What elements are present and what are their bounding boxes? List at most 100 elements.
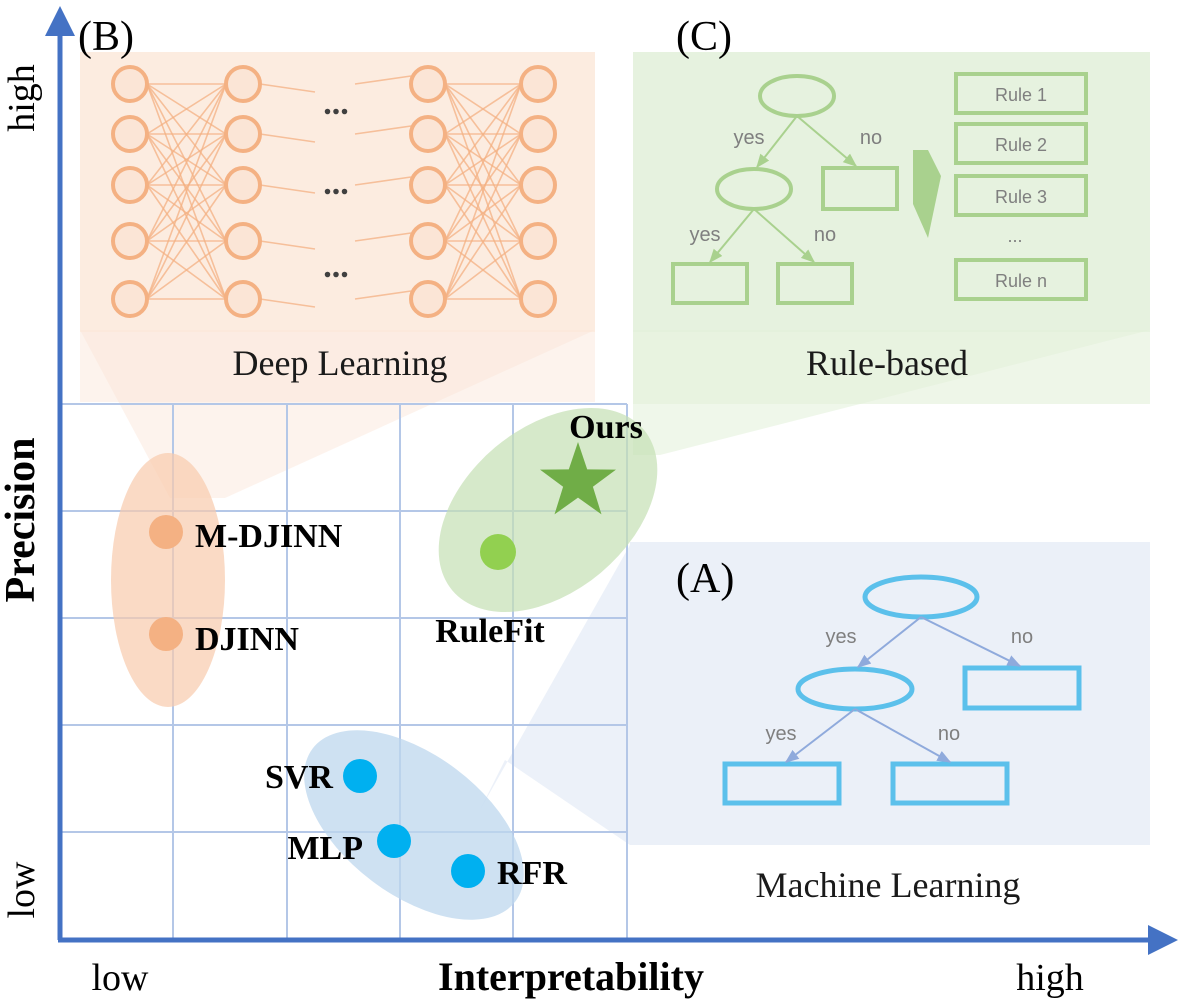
nn-neuron xyxy=(519,222,557,260)
rule-based-caption-band xyxy=(633,332,1150,404)
x-axis-title: Interpretability xyxy=(438,954,704,999)
machine-learning-panel xyxy=(630,542,1150,845)
ours-label: Ours xyxy=(569,409,643,446)
nn-neuron xyxy=(519,166,557,204)
nn-connection xyxy=(444,133,522,186)
nn-neuron xyxy=(519,280,557,318)
nn-neuron xyxy=(224,280,262,318)
panel-tag-c: (C) xyxy=(676,14,732,60)
panel-tag-a: (A) xyxy=(676,556,734,602)
m-djinn-label: M-DJINN xyxy=(195,518,343,555)
x-axis-low-label: low xyxy=(92,957,150,999)
nn-connection xyxy=(444,133,522,242)
rule-tree-no-label: no xyxy=(814,224,836,246)
rule-box xyxy=(954,258,1088,301)
rule-box-label: Rule 3 xyxy=(995,187,1047,207)
rule-tree-edges xyxy=(709,115,858,264)
rfr-point xyxy=(451,854,485,888)
nn-connection xyxy=(259,240,316,250)
ml-tree-edges xyxy=(784,616,1022,763)
nn-connection xyxy=(259,83,316,93)
rule-tree-yes-label: yes xyxy=(733,127,764,149)
mlp-point xyxy=(377,824,411,858)
nn-connection xyxy=(146,133,227,186)
mlp-label: MLP xyxy=(287,830,363,867)
nn-neuron xyxy=(224,115,262,153)
deep-learning-caption: Deep Learning xyxy=(233,343,448,383)
ml-tree-leaf-node xyxy=(890,761,1010,806)
nn-connection xyxy=(444,83,522,242)
rule-based-caption: Rule-based xyxy=(806,343,968,383)
rule-tree-leaf-node xyxy=(671,262,749,305)
svr-point xyxy=(343,759,377,793)
rule-box-label: Rule n xyxy=(995,271,1047,291)
nn-connection xyxy=(444,83,522,186)
y-axis-high-label: high xyxy=(1,64,43,132)
nn-connection xyxy=(146,83,227,300)
nn-connection xyxy=(146,83,227,135)
rulefit-label: RuleFit xyxy=(435,613,545,650)
rule-box xyxy=(954,72,1088,115)
nn-connection xyxy=(354,232,412,242)
ml-tree-no-label: no xyxy=(938,723,960,745)
nn-connection xyxy=(354,125,412,135)
x-axis-high-label: high xyxy=(1016,957,1084,999)
rfr-label: RFR xyxy=(497,855,567,892)
nn-neuron xyxy=(409,115,447,153)
nn-neuron xyxy=(409,166,447,204)
nn-connection xyxy=(146,184,227,300)
rule-tree-no-label: no xyxy=(860,127,882,149)
ml-tree-leaf-node xyxy=(722,761,842,806)
nn-neuron xyxy=(409,222,447,260)
rule-based-panel xyxy=(633,52,1150,332)
nn-connection xyxy=(259,184,316,194)
nn-neuron xyxy=(409,65,447,103)
nn-connection xyxy=(259,133,316,143)
nn-connection xyxy=(259,298,316,308)
ml-tree-no-label: no xyxy=(1011,626,1033,648)
nn-neuron xyxy=(111,115,149,153)
rule-tree-yes-label: yes xyxy=(689,224,720,246)
nn-connection xyxy=(444,83,522,300)
nn-connection xyxy=(444,184,522,300)
m-djinn-point xyxy=(149,515,183,549)
djinn-label: DJINN xyxy=(195,621,299,658)
rule-list-ellipsis: ... xyxy=(1007,226,1022,246)
nn-neuron xyxy=(224,166,262,204)
nn-neuron xyxy=(111,222,149,260)
nn-ellipsis-bottom: ... xyxy=(323,248,349,285)
rule-tree-leaf-node xyxy=(821,166,899,211)
deep-learning-caption-band xyxy=(80,332,595,402)
rule-box xyxy=(954,174,1088,217)
nn-neuron xyxy=(111,65,149,103)
ml-tree-yes-label: yes xyxy=(825,626,856,648)
y-axis-title: Precision xyxy=(0,438,44,603)
rule-tree-leaf-node xyxy=(776,262,854,305)
djinn-point xyxy=(149,617,183,651)
panel-tag-b: (B) xyxy=(78,14,134,60)
nn-connection xyxy=(444,133,522,300)
nn-connection xyxy=(444,184,522,242)
nn-connection xyxy=(146,240,227,300)
nn-neuron xyxy=(224,65,262,103)
rule-box-label: Rule 1 xyxy=(995,85,1047,105)
nn-connection xyxy=(146,184,227,242)
rule-box xyxy=(954,122,1088,165)
rule-transform-arrow xyxy=(913,150,941,238)
nn-neuron xyxy=(111,280,149,318)
nn-connection xyxy=(354,176,412,186)
rulefit-point xyxy=(480,534,516,570)
rule-box-label: Rule 2 xyxy=(995,135,1047,155)
nn-neuron xyxy=(224,222,262,260)
deep-learning-projection xyxy=(80,330,595,498)
nn-connection xyxy=(444,240,522,300)
nn-connection xyxy=(444,83,522,135)
nn-connection xyxy=(354,290,412,300)
machine-learning-projection xyxy=(480,545,630,845)
ours-star-marker xyxy=(540,442,616,515)
ml-tree-leaf-node xyxy=(962,665,1082,711)
nn-neuron xyxy=(111,166,149,204)
nn-connection xyxy=(146,83,227,242)
